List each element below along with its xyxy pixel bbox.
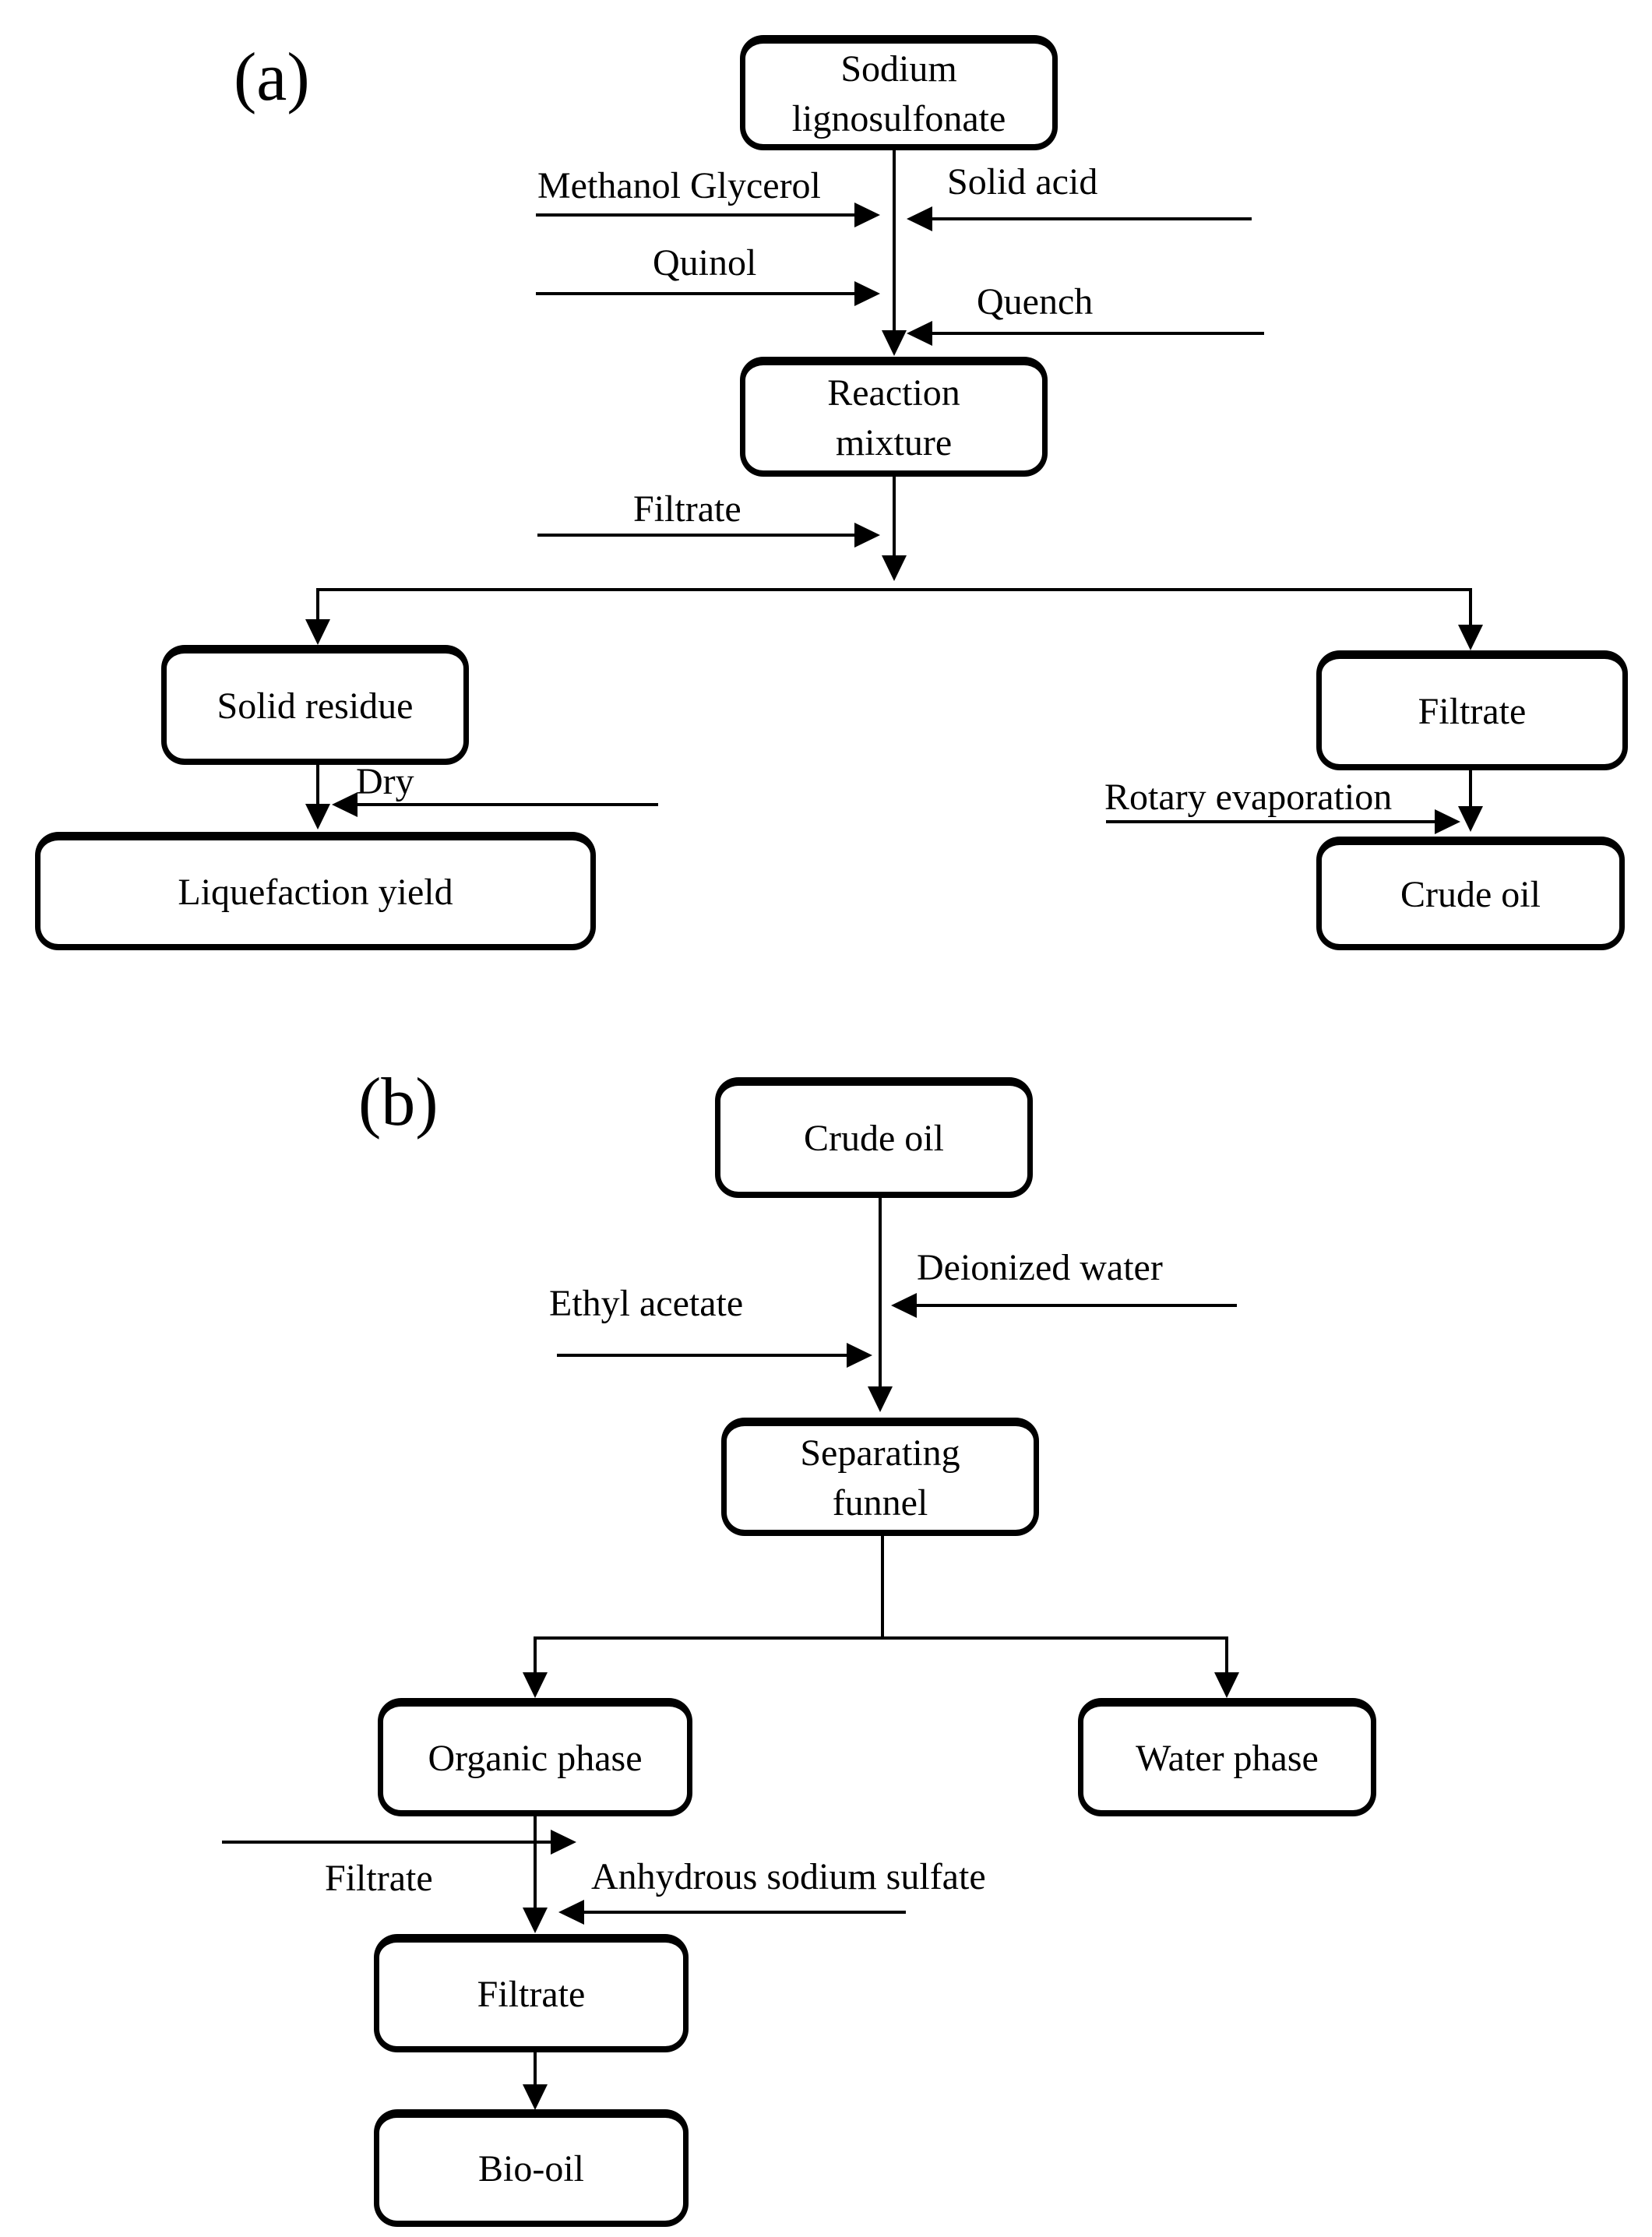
node-organic-phase: Organic phase	[378, 1698, 692, 1816]
arrowhead-into-filtrate-a	[1458, 625, 1483, 650]
arrowhead-methanol-glycerol	[854, 203, 880, 227]
connector-branch-to-filtrate	[1469, 588, 1472, 625]
connector-sodium-to-reaction	[893, 150, 896, 332]
node-sodium-lignosulfonate: Sodium lignosulfonate	[740, 35, 1058, 150]
node-water-phase: Water phase	[1078, 1698, 1376, 1816]
flow-label-filtrate-b: Filtrate	[325, 1858, 433, 1899]
arrowhead-rotary-evaporation	[1435, 809, 1460, 834]
connector-dry	[357, 803, 658, 806]
flow-label-ethyl-acetate: Ethyl acetate	[549, 1283, 744, 1324]
node-liquefaction-yield: Liquefaction yield	[35, 832, 596, 950]
flow-label-quinol: Quinol	[653, 242, 757, 284]
node-label: Crude oil	[804, 1118, 944, 1160]
node-bio-oil: Bio-oil	[374, 2109, 689, 2227]
connector-ethyl-acetate	[557, 1354, 849, 1357]
connector-solid-residue-to-liquefaction	[316, 765, 319, 804]
connector-filtrate-to-crude-oil	[1469, 770, 1472, 806]
arrowhead-into-solid-residue	[305, 619, 330, 645]
arrowhead-deionized-water	[891, 1293, 917, 1318]
connector-reaction-to-branch	[893, 477, 896, 555]
node-label: Crude oil	[1400, 873, 1541, 915]
connector-filtrate-b-input	[222, 1841, 553, 1844]
connector-branch-to-water	[1225, 1636, 1228, 1673]
connector-filtrate-a	[537, 534, 857, 537]
connector-filtrate-to-bio-oil	[534, 2052, 537, 2085]
connector-deionized-water	[916, 1304, 1237, 1307]
arrowhead-filtrate-a	[854, 523, 880, 548]
connector-anhydrous-sodium-sulfate	[583, 1911, 906, 1914]
node-label: Organic phase	[428, 1737, 643, 1779]
flow-label-methanol-glycerol: Methanol Glycerol	[537, 165, 821, 206]
arrowhead-into-organic	[523, 1672, 548, 1698]
node-filtrate-a: Filtrate	[1316, 650, 1628, 770]
branch-line-b	[534, 1636, 1228, 1640]
connector-quench	[932, 332, 1264, 335]
node-crude-oil-b: Crude oil	[715, 1077, 1033, 1198]
node-label: Separating funnel	[800, 1432, 960, 1524]
node-label: Bio-oil	[477, 2148, 584, 2190]
node-label: Filtrate	[1418, 690, 1527, 732]
section-a-label: (a)	[234, 40, 310, 115]
section-b-label: (b)	[358, 1065, 439, 1140]
node-label: Sodium lignosulfonate	[791, 48, 1006, 139]
arrowhead-quench	[907, 321, 932, 346]
arrowhead-solid-acid	[907, 206, 932, 231]
arrowhead-ethyl-acetate	[847, 1343, 872, 1368]
arrowhead-into-liquefaction	[305, 804, 330, 830]
node-separating-funnel: Separating funnel	[721, 1418, 1039, 1536]
flow-label-filtrate-a: Filtrate	[633, 488, 741, 530]
node-crude-oil-a: Crude oil	[1316, 837, 1625, 950]
arrowhead-into-water	[1214, 1672, 1239, 1698]
flow-label-rotary-evaporation: Rotary evaporation	[1104, 777, 1393, 818]
branch-line-a	[316, 588, 1472, 591]
arrowhead-quinol	[854, 281, 880, 306]
connector-rotary-evaporation	[1106, 820, 1437, 823]
flow-label-dry: Dry	[356, 761, 414, 802]
connector-quinol	[536, 292, 857, 295]
node-reaction-mixture: Reaction mixture	[740, 357, 1048, 477]
arrowhead-filtrate-b-input	[551, 1830, 576, 1855]
arrowhead-dry	[332, 792, 358, 817]
connector-solid-acid	[932, 217, 1252, 220]
node-filtrate-b: Filtrate	[374, 1934, 689, 2052]
node-label: Reaction mixture	[827, 372, 960, 463]
flow-label-solid-acid: Solid acid	[947, 161, 1098, 203]
flow-label-quench: Quench	[977, 281, 1094, 322]
arrowhead-into-bio-oil	[523, 2084, 548, 2110]
connector-methanol-glycerol	[536, 213, 857, 217]
connector-branch-to-solid-residue	[316, 588, 319, 621]
arrowhead-into-separating	[868, 1386, 893, 1412]
node-solid-residue: Solid residue	[161, 645, 469, 765]
node-label: Filtrate	[477, 1973, 586, 2015]
connector-organic-to-filtrate	[534, 1816, 537, 1908]
node-label: Liquefaction yield	[178, 871, 453, 913]
arrowhead-down-into-reaction	[882, 330, 907, 356]
arrowhead-anhydrous-sodium-sulfate	[558, 1900, 584, 1925]
flow-label-anhydrous-sodium-sulfate: Anhydrous sodium sulfate	[591, 1856, 986, 1897]
node-label: Water phase	[1136, 1737, 1319, 1779]
flow-label-deionized-water: Deionized water	[917, 1247, 1163, 1288]
node-label: Solid residue	[217, 685, 414, 727]
connector-branch-to-organic	[534, 1636, 537, 1673]
connector-crude-to-separating	[879, 1198, 882, 1386]
connector-separating-to-branch	[881, 1536, 884, 1640]
arrowhead-into-crude-oil-a	[1458, 806, 1483, 832]
arrowhead-into-filtrate-b	[523, 1908, 548, 1933]
arrowhead-down-into-branch-a	[882, 555, 907, 581]
